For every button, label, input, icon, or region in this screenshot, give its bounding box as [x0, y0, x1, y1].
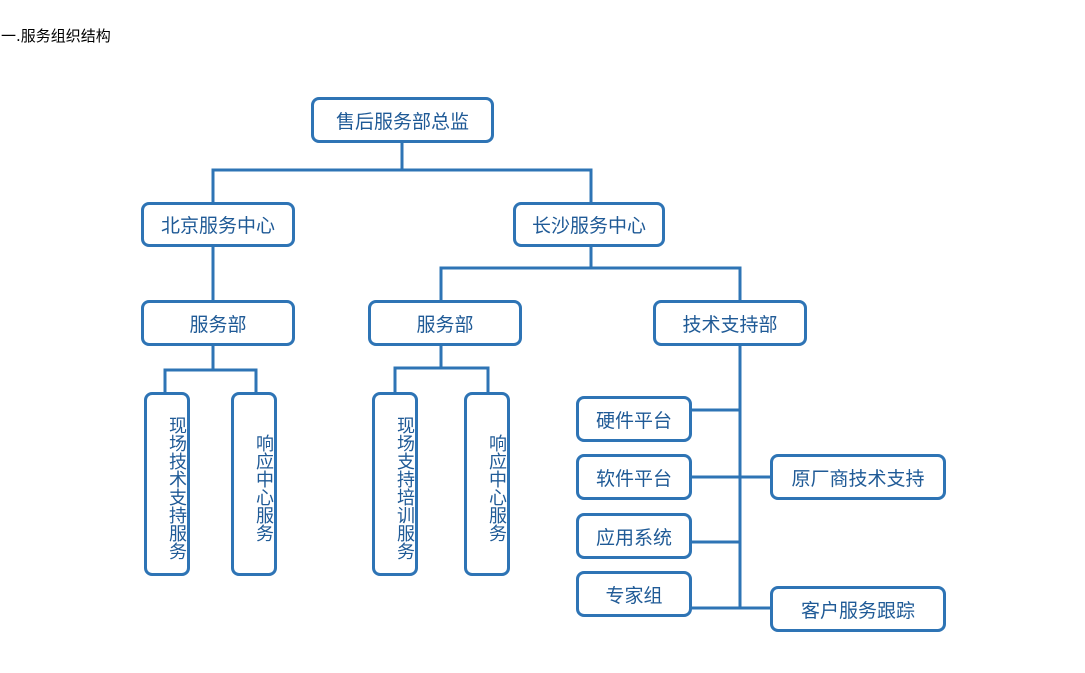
node-expert-group: 专家组: [576, 571, 692, 617]
node-hardware-platform: 硬件平台: [576, 396, 692, 442]
node-beijing-service-dept: 服务部: [141, 300, 295, 346]
section-heading: 一.服务组织结构: [1, 27, 111, 45]
node-tech-support-dept: 技术支持部: [653, 300, 807, 346]
connector-bj-leaves: [163, 342, 258, 396]
connector-tech-branches: [688, 408, 774, 610]
node-vendor-tech-support: 原厂商技术支持: [770, 454, 946, 500]
node-beijing-center: 北京服务中心: [141, 202, 295, 247]
node-cs-response-center: 响应中心服务: [464, 392, 510, 576]
connector-changsha-depts: [439, 243, 742, 304]
node-bj-onsite-support: 现场技术支持服务: [144, 392, 190, 576]
node-software-platform: 软件平台: [576, 454, 692, 500]
node-director: 售后服务部总监: [311, 97, 494, 143]
node-cs-onsite-training: 现场支持培训服务: [372, 392, 418, 576]
connector-director-centers: [211, 140, 593, 205]
node-application-system: 应用系统: [576, 513, 692, 559]
node-bj-response-center: 响应中心服务: [231, 392, 277, 576]
node-changsha-center: 长沙服务中心: [513, 202, 665, 247]
node-customer-tracking: 客户服务跟踪: [770, 586, 946, 632]
connector-cs-leaves: [393, 342, 490, 396]
node-changsha-service-dept: 服务部: [368, 300, 522, 346]
